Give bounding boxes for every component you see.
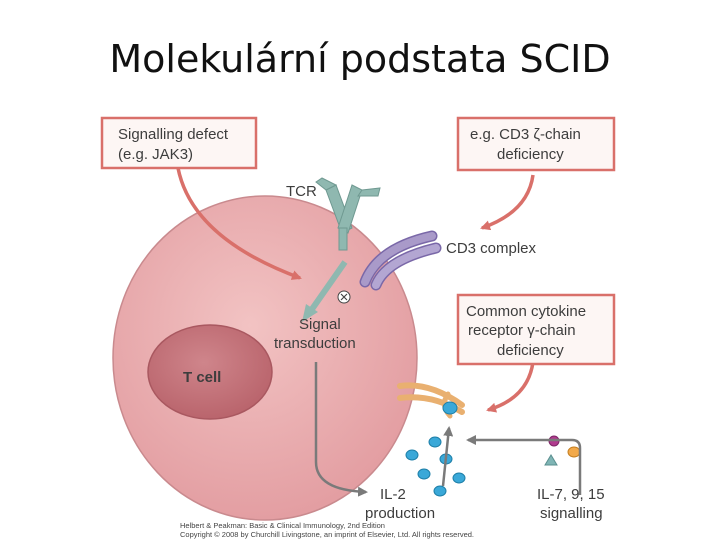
t-cell-nucleus xyxy=(147,324,273,420)
credit-line-2: Copyright © 2008 by Churchill Livingston… xyxy=(180,530,474,539)
box-gamma-chain-line1: Common cytokine xyxy=(466,303,586,320)
signal-transduction-label-1: Signal xyxy=(299,316,341,333)
box-cd3-zeta-line2: deficiency xyxy=(497,146,564,163)
box-signalling-defect-line2: (e.g. JAK3) xyxy=(118,146,193,163)
box-gamma-chain-line2: receptor γ-chain xyxy=(468,322,576,339)
il2-production-label: production xyxy=(365,505,435,522)
box-signalling-defect-line1: Signalling defect xyxy=(118,126,229,143)
slide-title: Molekulární podstata SCID xyxy=(109,37,611,81)
t-cell-label: T cell xyxy=(183,369,221,386)
arrow-signalling-defect xyxy=(176,167,302,280)
arrow-gamma-chain xyxy=(486,361,535,413)
box-gamma-chain-line3: deficiency xyxy=(497,342,564,359)
arrow-il2-production xyxy=(314,362,368,497)
arrow-il2-feedback xyxy=(441,426,454,487)
il7-signalling-label: signalling xyxy=(540,505,603,522)
box-cd3-zeta-line1: e.g. CD3 ζ-chain xyxy=(470,126,581,143)
signal-transduction-arrowhead xyxy=(302,304,318,322)
cd3-complex xyxy=(359,230,442,291)
bound-cytokine xyxy=(442,401,458,415)
il7-label: IL-7, 9, 15 xyxy=(537,486,605,503)
box-cd3-zeta: e.g. CD3 ζ-chain deficiency xyxy=(456,116,616,172)
tcr-label: TCR xyxy=(286,183,317,200)
signal-transduction-arrow xyxy=(307,260,348,314)
box-gamma-chain: Common cytokine receptor γ-chain deficie… xyxy=(456,293,616,366)
arrow-il7-signalling xyxy=(466,435,582,495)
arrow-cd3-zeta xyxy=(480,174,535,231)
credit-line-1: Helbert & Peakman: Basic & Clinical Immu… xyxy=(180,521,385,530)
cd3-complex-label: CD3 complex xyxy=(446,240,537,257)
signal-transduction-label-2: transduction xyxy=(274,335,356,352)
il2-molecules xyxy=(405,436,466,497)
tcr-receptor xyxy=(315,177,381,251)
il2-label: IL-2 xyxy=(380,486,406,503)
box-signalling-defect: Signalling defect (e.g. JAK3) xyxy=(100,116,258,170)
